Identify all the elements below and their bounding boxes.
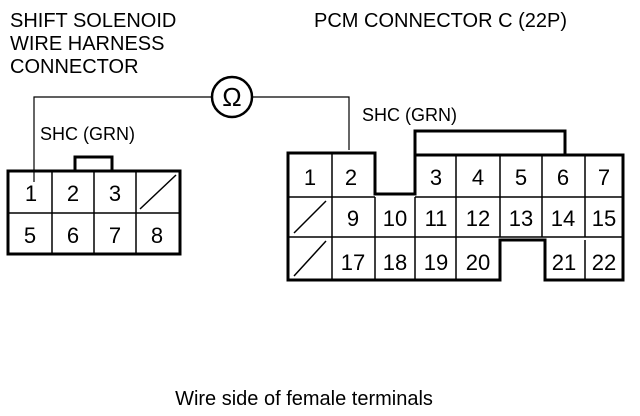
left-pin-5: 5 xyxy=(24,223,36,248)
shift-solenoid-connector: SHC (GRN) 1 2 3 5 6 7 8 xyxy=(6,124,182,256)
pcm-pin-5: 5 xyxy=(515,165,527,190)
left-pin-1: 1 xyxy=(25,181,37,206)
pcm-pin-17: 17 xyxy=(341,250,365,275)
pcm-pin-10: 10 xyxy=(383,206,407,231)
probe-wire-left xyxy=(33,96,212,182)
left-pin-3: 3 xyxy=(109,181,121,206)
right-wire-label: SHC (GRN) xyxy=(362,105,457,125)
left-title-line-1: SHIFT SOLENOID xyxy=(10,10,176,32)
left-wire-label: SHC (GRN) xyxy=(40,124,135,144)
pcm-pin-20: 20 xyxy=(466,250,490,275)
connector-latch xyxy=(73,155,114,171)
right-title: PCM CONNECTOR C (22P) xyxy=(314,10,567,32)
pcm-pin-22: 22 xyxy=(592,250,616,275)
left-pin-2: 2 xyxy=(67,181,79,206)
blank-cavity-slash xyxy=(293,200,327,234)
pcm-pin-1: 1 xyxy=(304,165,316,190)
pcm-pin-2: 2 xyxy=(345,165,357,190)
pcm-pin-12: 12 xyxy=(466,206,490,231)
diagram-caption: Wire side of female terminals xyxy=(175,388,433,410)
blank-cavity-slash xyxy=(139,174,177,210)
blank-cavity-slash xyxy=(293,240,327,277)
right-connector-body xyxy=(286,151,625,282)
pcm-pin-13: 13 xyxy=(509,206,533,231)
pcm-pin-19: 19 xyxy=(424,250,448,275)
pcm-pin-18: 18 xyxy=(383,250,407,275)
left-pin-8: 8 xyxy=(151,223,163,248)
pcm-pin-9: 9 xyxy=(347,206,359,231)
pcm-pin-3: 3 xyxy=(430,165,442,190)
pcm-pin-11: 11 xyxy=(425,206,448,231)
pcm-pin-14: 14 xyxy=(551,206,575,231)
left-title-line-2: WIRE HARNESS xyxy=(10,33,164,55)
pcm-pin-15: 15 xyxy=(592,206,616,231)
left-pin-6: 6 xyxy=(67,223,79,248)
pcm-pin-4: 4 xyxy=(472,165,484,190)
probe-wire-right xyxy=(252,96,350,150)
left-title-line-3: CONNECTOR xyxy=(10,56,139,78)
ohm-symbol: Ω xyxy=(222,82,241,112)
pcm-connector-latch xyxy=(413,129,567,155)
left-pin-7: 7 xyxy=(109,223,121,248)
pcm-connector-c: SHC (GRN) 1 2 3 xyxy=(286,105,625,282)
pcm-pin-7: 7 xyxy=(598,165,610,190)
pcm-pin-6: 6 xyxy=(557,165,569,190)
ohmmeter-icon: Ω xyxy=(210,75,254,119)
pcm-pin-21: 21 xyxy=(552,250,576,275)
